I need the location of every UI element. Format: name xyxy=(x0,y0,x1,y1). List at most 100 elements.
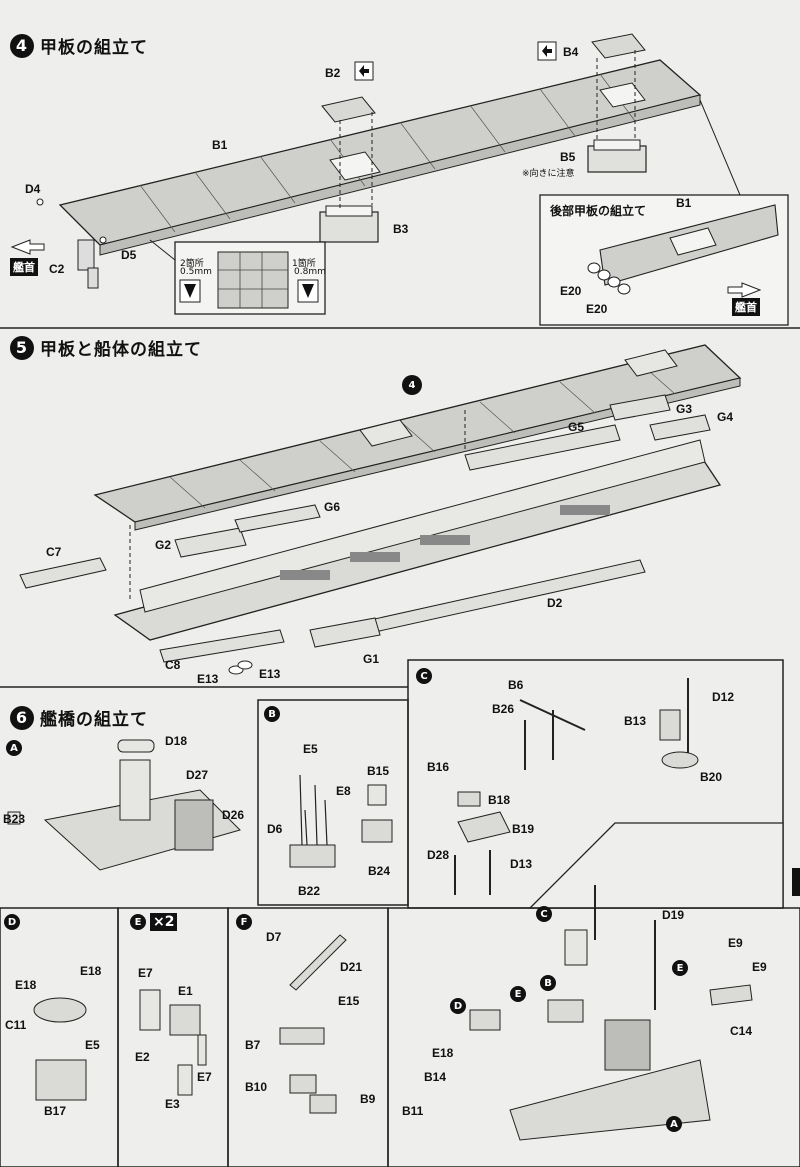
part-g4: G4 xyxy=(717,410,734,424)
sub-e-multiplier: ×2 xyxy=(150,913,178,931)
part-d6: D6 xyxy=(267,822,283,836)
part-e9a: E9 xyxy=(728,936,743,950)
part-b16: B16 xyxy=(427,760,450,774)
rear-deck-title: 後部甲板の組立て xyxy=(550,204,647,218)
part-e9b: E9 xyxy=(752,960,767,974)
step4-heading: 4 甲板の組立て xyxy=(10,33,148,58)
step5-ref-badge: 4 xyxy=(404,377,420,393)
final-badge-e2: E xyxy=(672,960,688,976)
part-d27: D27 xyxy=(186,768,209,782)
part-e3: E3 xyxy=(165,1097,180,1111)
part-b2: B2 xyxy=(325,66,341,80)
part-b5: B5 xyxy=(560,150,576,164)
final-badge-a: A xyxy=(666,1116,682,1132)
part-g1: G1 xyxy=(363,652,380,666)
part-e7b: E7 xyxy=(197,1070,212,1084)
part-e13a: E13 xyxy=(197,672,219,686)
part-e15: E15 xyxy=(338,994,360,1008)
part-b3: B3 xyxy=(393,222,409,236)
part-e2: E2 xyxy=(135,1050,150,1064)
part-b20: B20 xyxy=(700,770,723,784)
part-c11: C11 xyxy=(5,1018,27,1032)
part-d13: D13 xyxy=(510,857,533,871)
part-b10: B10 xyxy=(245,1080,268,1094)
part-d21: D21 xyxy=(340,960,363,974)
final-badge-d: D xyxy=(450,998,466,1014)
part-b1: B1 xyxy=(212,138,228,152)
part-g3: G3 xyxy=(676,402,693,416)
sub-e-badge: E xyxy=(130,914,146,930)
part-d19: D19 xyxy=(662,908,685,922)
part-c2: C2 xyxy=(49,262,65,276)
final-badge-b: B xyxy=(540,975,556,991)
part-g6: G6 xyxy=(324,500,341,514)
final-badge-e1: E xyxy=(510,986,526,1002)
part-e7a: E7 xyxy=(138,966,153,980)
part-b23: B23 xyxy=(3,812,26,826)
part-b19: B19 xyxy=(512,822,535,836)
part-b22: B22 xyxy=(298,884,321,898)
part-e5: E5 xyxy=(303,742,318,756)
part-d2: D2 xyxy=(547,596,563,610)
part-e5-d: E5 xyxy=(85,1038,100,1052)
sub-b-badge: B xyxy=(264,706,280,722)
inset-left-size: 0.5mm xyxy=(180,267,212,277)
part-e13b: E13 xyxy=(259,667,281,681)
part-b9: B9 xyxy=(360,1092,376,1106)
step6-number: 6 xyxy=(10,705,34,730)
inset-right-count: 1箇所 xyxy=(292,259,316,269)
part-b13: B13 xyxy=(624,714,647,728)
part-d18: D18 xyxy=(165,734,188,748)
part-c14: C14 xyxy=(730,1024,753,1038)
part-b15: B15 xyxy=(367,764,390,778)
part-d28: D28 xyxy=(427,848,450,862)
b5-orientation-note: ※向きに注意 xyxy=(522,169,575,179)
step5-hull-drawing xyxy=(0,344,742,688)
part-b18: B18 xyxy=(488,793,511,807)
part-b11: B11 xyxy=(402,1104,424,1118)
part-c8: C8 xyxy=(165,658,181,672)
step6-title: 艦橋の組立て xyxy=(40,710,148,730)
part-e1: E1 xyxy=(178,984,193,998)
part-d12: D12 xyxy=(712,690,735,704)
step5-heading: 5 甲板と船体の組立て xyxy=(10,335,202,360)
sub-f-badge: F xyxy=(236,914,252,930)
part-b14: B14 xyxy=(424,1070,447,1084)
final-badge-c: C xyxy=(536,906,552,922)
step5-title: 甲板と船体の組立て xyxy=(40,340,202,360)
part-b7: B7 xyxy=(245,1038,261,1052)
inset-left-count: 2箇所 xyxy=(180,259,204,269)
part-g5: G5 xyxy=(568,420,585,434)
part-d5: D5 xyxy=(121,248,137,262)
part-d26: D26 xyxy=(222,808,245,822)
rear-bow-label: 艦首 xyxy=(732,298,760,316)
step4-title: 甲板の組立て xyxy=(40,38,148,58)
inset-right-size: 0.8mm xyxy=(294,267,326,277)
sub-a-badge: A xyxy=(6,740,22,756)
part-b26: B26 xyxy=(492,702,515,716)
rear-part-b1: B1 xyxy=(676,196,692,210)
step5-number: 5 xyxy=(10,335,34,360)
part-e8: E8 xyxy=(336,784,351,798)
rear-part-e20a: E20 xyxy=(560,284,582,298)
rear-part-e20b: E20 xyxy=(586,302,608,316)
part-e18b: E18 xyxy=(80,964,102,978)
part-b4: B4 xyxy=(563,45,579,59)
sub-d-badge: D xyxy=(4,914,20,930)
sub-c-badge: C xyxy=(416,668,432,684)
step4-number: 4 xyxy=(10,33,34,58)
part-e18a: E18 xyxy=(15,978,37,992)
bow-label: 艦首 xyxy=(10,258,38,276)
part-b6: B6 xyxy=(508,678,524,692)
page-edge-tab xyxy=(792,868,800,896)
part-g2: G2 xyxy=(155,538,172,552)
part-d7: D7 xyxy=(266,930,282,944)
step6-heading: 6 艦橋の組立て xyxy=(10,705,148,730)
part-b24: B24 xyxy=(368,864,391,878)
part-e18-final: E18 xyxy=(432,1046,454,1060)
part-c7: C7 xyxy=(46,545,62,559)
part-b17: B17 xyxy=(44,1104,67,1118)
part-d4: D4 xyxy=(25,182,41,196)
